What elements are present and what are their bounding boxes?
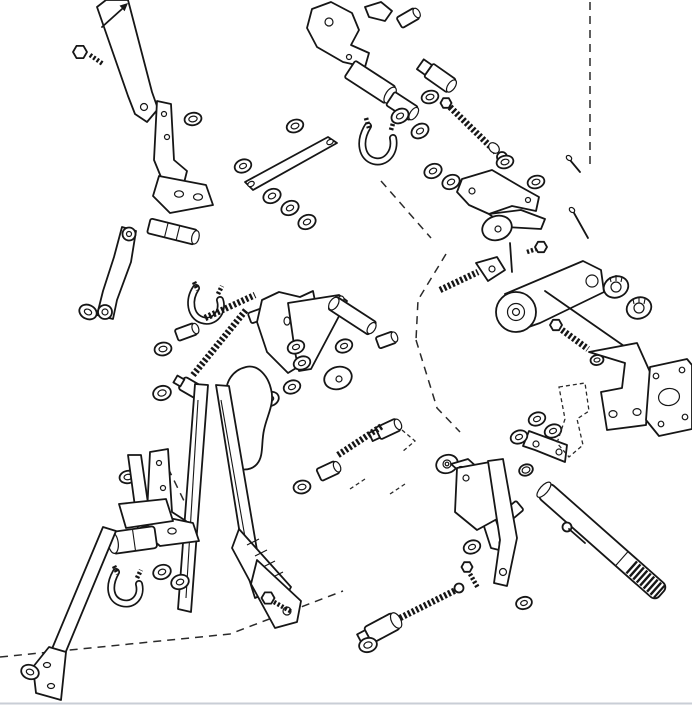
part-rod-71-72-74 — [356, 582, 465, 654]
part-rod-36 — [438, 256, 506, 293]
part-lever-27 — [78, 217, 200, 321]
part-ubolt-5-mid — [187, 280, 225, 325]
part-nut-6-top — [183, 111, 203, 127]
stray-arrow — [101, 3, 128, 28]
part-ubolt-5-bottom — [107, 563, 190, 608]
phantom-dashed-lines — [0, 2, 591, 658]
part-channel-39 — [107, 454, 174, 555]
part-nut-15-washers-24-right — [420, 89, 461, 191]
part-link-61-62 — [287, 294, 399, 372]
part-nuts-18-pin-19 — [495, 154, 581, 190]
part-bracket-4 — [152, 100, 214, 214]
part-nut-25-washer — [233, 118, 305, 174]
part-bracket-11 — [306, 1, 421, 68]
part-bracket-20 — [456, 169, 546, 242]
part-cylinder-assembly-11 — [344, 60, 420, 121]
part-fitting-12 — [415, 58, 458, 93]
part-rod-16 — [439, 97, 508, 163]
part-walking-beam-57 — [495, 260, 692, 437]
part-ubolt-5-top — [358, 117, 398, 166]
part-link-26 — [244, 136, 338, 191]
part-upper-lever — [96, 0, 159, 123]
part-pins-22-23-bolt-20 — [509, 206, 589, 273]
part-pedal-arm — [177, 383, 302, 629]
part-washers-28-top — [390, 107, 430, 140]
part-shaft-42 — [460, 481, 667, 600]
part-arm-right — [454, 458, 533, 611]
part-bar-39 — [20, 526, 117, 701]
part-washers-24-left — [262, 187, 317, 231]
part-bolt-3-top — [72, 45, 105, 66]
part-linkage-44-45-46 — [509, 382, 590, 477]
